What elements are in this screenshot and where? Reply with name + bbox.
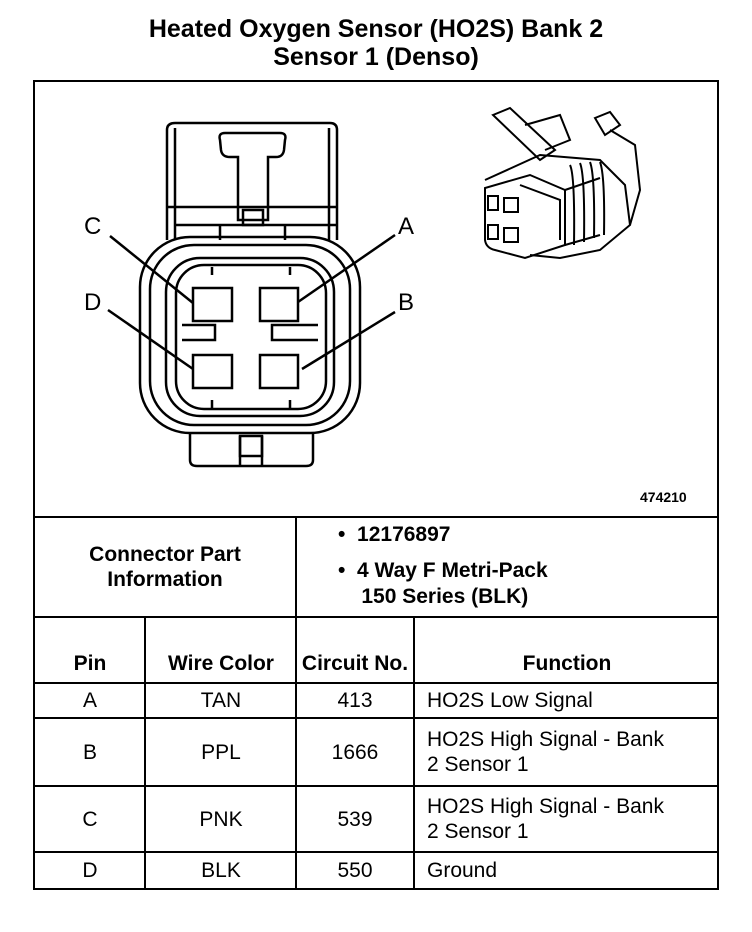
connector-part-number: • 12176897 xyxy=(338,523,451,546)
row-d-function: Ground xyxy=(427,859,498,882)
connector-isometric-view xyxy=(484,106,642,260)
row-b-pin: B xyxy=(82,740,97,764)
pin-label-b: B xyxy=(398,289,414,316)
row-a-wire-color: TAN xyxy=(200,689,242,712)
row-c-wire-color: PNK xyxy=(199,807,243,831)
row-a-circuit: 413 xyxy=(337,689,373,712)
leader-d xyxy=(107,308,194,371)
row-d-circuit: 550 xyxy=(337,859,373,882)
pin-b-cavity xyxy=(258,353,300,390)
header-wire-color: Wire Color xyxy=(168,652,274,675)
pin-label-d: D xyxy=(84,289,101,316)
connector-face-view xyxy=(107,121,396,468)
header-pin: Pin xyxy=(73,652,107,675)
row-a-function: HO2S Low Signal xyxy=(427,689,593,712)
row-c-circuit: 539 xyxy=(337,807,373,831)
connector-type: • 4 Way F Metri-Pack 150 Series (BLK) xyxy=(338,559,548,608)
pin-c-cavity xyxy=(191,286,234,323)
pin-a-cavity xyxy=(258,286,300,323)
row-b-circuit: 1666 xyxy=(331,740,379,764)
connector-info-label: Connector Part Information xyxy=(89,543,241,591)
pin-label-a: A xyxy=(398,213,414,240)
figure-number: 474210 xyxy=(640,489,687,505)
row-c-function: HO2S High Signal - Bank 2 Sensor 1 xyxy=(427,795,664,843)
title-line-1: Heated Oxygen Sensor (HO2S) Bank 2 xyxy=(148,15,604,43)
leader-b xyxy=(301,310,396,371)
row-c-pin: C xyxy=(82,807,98,831)
leader-c xyxy=(109,235,194,304)
leader-a xyxy=(297,233,396,304)
header-function: Function xyxy=(522,652,612,675)
row-b-function: HO2S High Signal - Bank 2 Sensor 1 xyxy=(427,728,664,776)
row-b-wire-color: PPL xyxy=(201,740,241,764)
diagram-frame xyxy=(33,80,719,890)
row-d-wire-color: BLK xyxy=(201,859,241,882)
row-a-pin: A xyxy=(82,689,97,712)
row-d-pin: D xyxy=(82,859,98,882)
pin-label-c: C xyxy=(84,213,101,240)
title-line-2: Sensor 1 (Denso) xyxy=(273,43,479,71)
pin-d-cavity xyxy=(191,353,234,390)
header-circuit-no: Circuit No. xyxy=(301,652,409,675)
